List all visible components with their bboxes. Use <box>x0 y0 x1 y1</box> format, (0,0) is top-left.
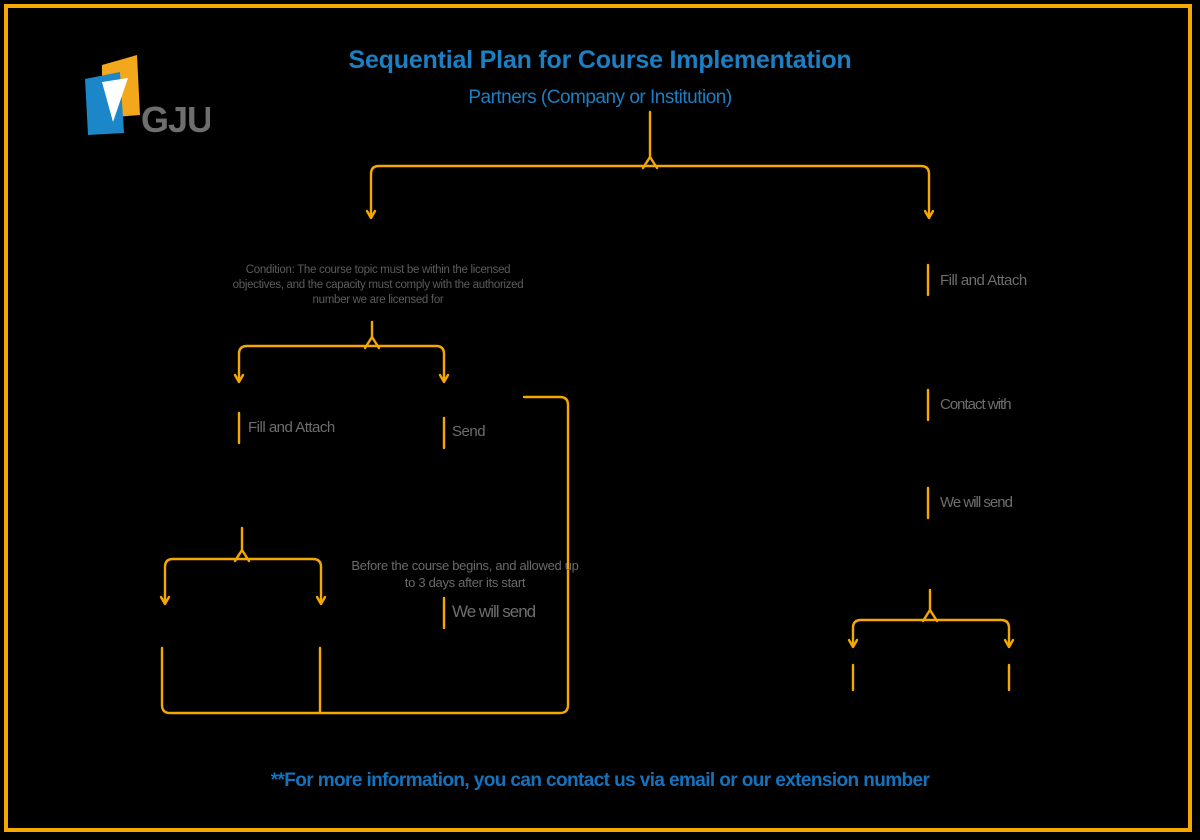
left-step-fill-and-attach: Fill and Attach <box>248 419 335 436</box>
connector-third-bracket <box>163 557 323 604</box>
arrowhead-right-lower-left <box>847 638 859 649</box>
left-step-we-will-send: We will send <box>452 602 536 621</box>
arrowhead-right-lower-right <box>1003 638 1015 649</box>
connector-top-bracket <box>369 164 931 218</box>
gju-logo: GJU <box>80 52 213 152</box>
connector-right-lower-bracket <box>851 618 1011 647</box>
arrowhead-second-left <box>233 373 245 384</box>
logo-wordmark: GJU <box>141 99 210 140</box>
note-timing: Before the course begins, and allowed up… <box>351 558 579 590</box>
right-step-fill-and-attach: Fill and Attach <box>940 272 1027 289</box>
arrowhead-third-right <box>315 595 327 606</box>
arrowhead-top-right <box>923 209 935 220</box>
connector-second-peak <box>363 335 381 350</box>
page-title: Sequential Plan for Course Implementatio… <box>348 46 852 74</box>
connector-top-peak <box>641 155 659 170</box>
left-step-send: Send <box>452 423 486 440</box>
note-condition: Condition: The course topic must be with… <box>232 264 524 306</box>
connector-third-peak <box>233 548 251 563</box>
connector-bottom-loop <box>160 395 570 715</box>
right-step-we-will-send: We will send <box>940 494 1013 511</box>
arrowhead-second-right <box>438 373 450 384</box>
footer-note: **For more information, you can contact … <box>270 770 930 791</box>
arrowhead-third-left <box>159 595 171 606</box>
page-subtitle: Partners (Company or Institution) <box>468 87 732 108</box>
arrowhead-top-left <box>365 209 377 220</box>
right-step-contact-with: Contact with <box>940 396 1012 413</box>
logo-white-wedge <box>102 78 128 122</box>
connector-second-bracket <box>237 344 446 382</box>
connector-right-lower-peak <box>921 608 939 623</box>
